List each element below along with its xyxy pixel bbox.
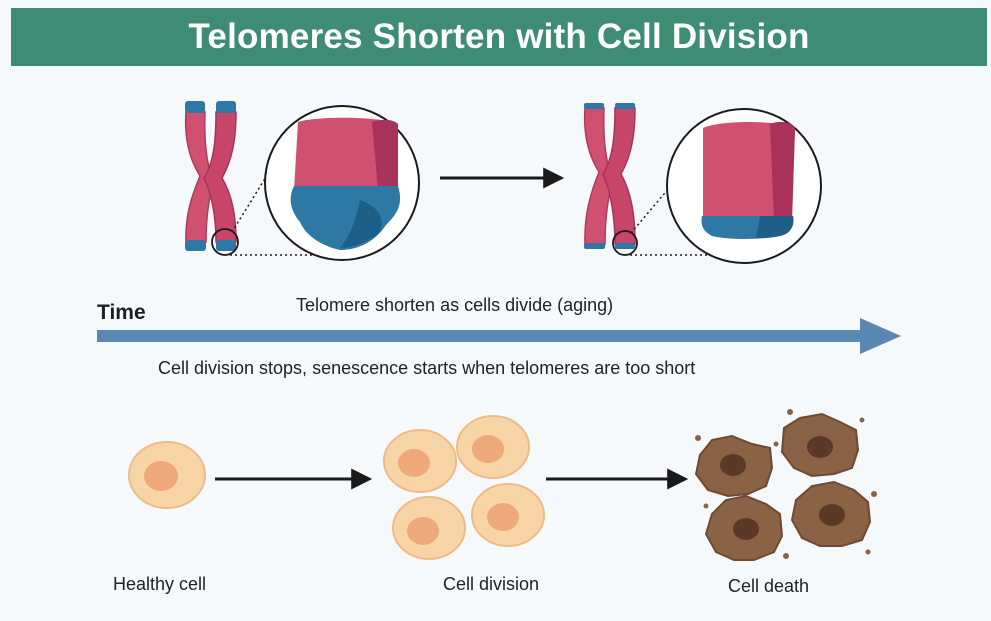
timeline-top-caption: Telomere shorten as cells divide (aging)	[296, 295, 614, 315]
magnified-short-telomere-icon	[666, 108, 822, 264]
cell-death-label: Cell death	[728, 576, 810, 596]
time-arrow	[97, 318, 901, 354]
cell-division-label: Cell division	[443, 574, 540, 594]
magnified-long-telomere-icon	[264, 105, 420, 261]
chromosome-long-telomere-icon	[184, 101, 239, 256]
page-title: Telomeres Shorten with Cell Division	[188, 17, 810, 56]
healthy-cell-icon	[128, 441, 206, 509]
time-axis-label: Time	[97, 301, 146, 324]
timeline-bottom-caption: Cell division stops, senescence starts w…	[158, 358, 696, 378]
dividing-cell-icon	[383, 415, 545, 560]
title-banner: Telomeres Shorten with Cell Division	[11, 8, 987, 66]
chromosome-short-telomere-icon	[583, 103, 638, 256]
dead-cell-icon	[694, 409, 877, 561]
healthy-cell-label: Healthy cell	[113, 574, 207, 594]
